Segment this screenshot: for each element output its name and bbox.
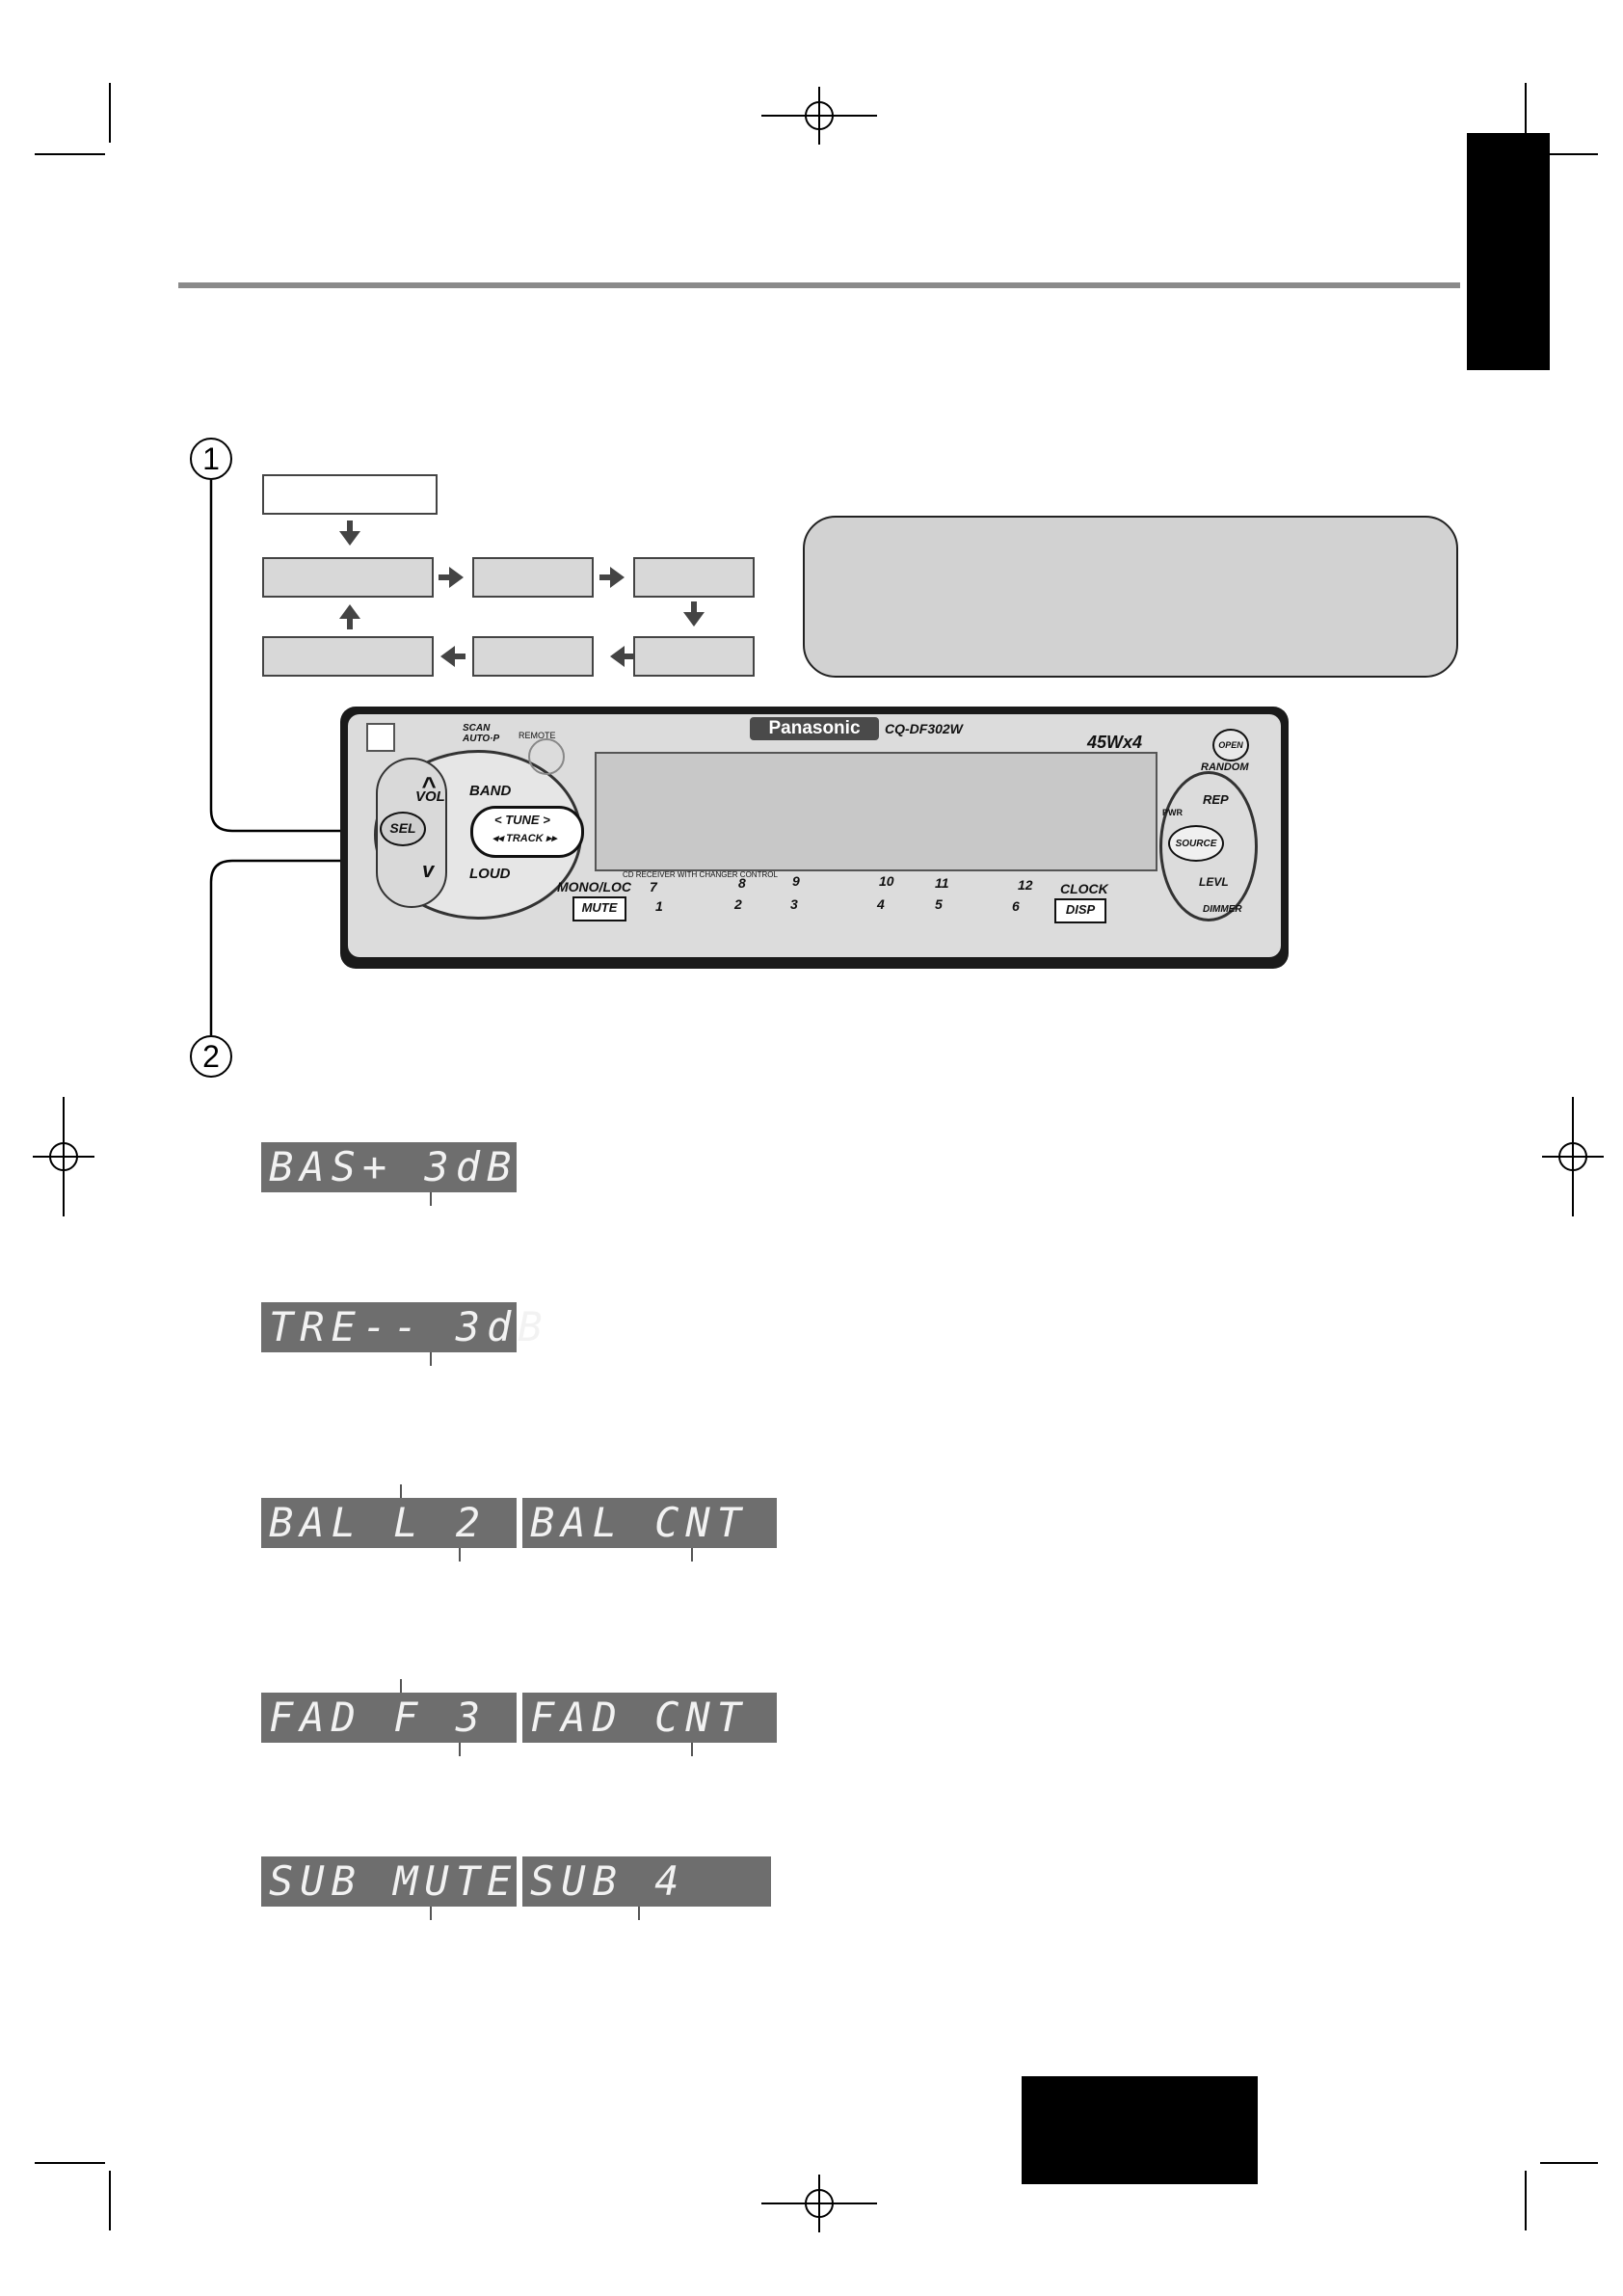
preset-12: 12: [1018, 877, 1033, 893]
clock-label: CLOCK: [1060, 881, 1108, 896]
random-label: RANDOM: [1201, 761, 1249, 773]
band-button[interactable]: BAND: [469, 783, 512, 799]
lcd-balance-center: BAL CNT: [522, 1498, 777, 1548]
header-rule: [178, 282, 1460, 288]
vol-up-icon: ^: [421, 771, 437, 800]
source-button[interactable]: SOURCE: [1168, 825, 1224, 862]
lcd-balance-left: BAL L 2: [261, 1498, 517, 1548]
registration-mark: [1542, 1097, 1604, 1216]
step-number: 1: [202, 441, 220, 476]
receiver-subtitle: CD RECEIVER WITH CHANGER CONTROL: [623, 870, 778, 879]
flow-start-box: [262, 474, 438, 515]
tune-track-button[interactable]: < TUNE > ◂◂ TRACK ▸▸: [470, 806, 584, 858]
indicator-tick: [400, 1484, 402, 1498]
registration-mark: [33, 1097, 94, 1216]
preset-button-3[interactable]: 3: [790, 896, 798, 912]
open-label: OPEN: [1218, 740, 1243, 750]
source-label: SOURCE: [1175, 839, 1217, 849]
indicator-tick: [638, 1907, 640, 1920]
preset-9: 9: [792, 873, 800, 889]
crop-mark: [1525, 83, 1527, 143]
flow-box: [633, 636, 755, 677]
remote-sensor-label: REMOTE: [519, 731, 556, 740]
indicator-tick: [691, 1548, 693, 1562]
flow-box: [633, 557, 755, 598]
levl-button[interactable]: LEVL: [1199, 875, 1229, 889]
sel-label: SEL: [389, 820, 416, 836]
lcd-sub-level: SUB 4: [522, 1856, 771, 1907]
open-button[interactable]: OPEN: [1212, 729, 1249, 761]
brand-name: Panasonic: [768, 718, 861, 738]
crop-mark: [109, 83, 111, 143]
brand-badge: Panasonic: [750, 717, 879, 740]
registration-mark: [761, 87, 877, 145]
section-tab: [1467, 133, 1550, 370]
indicator-tick: [430, 1907, 432, 1920]
lcd-bass: BAS+ 3dB: [261, 1142, 517, 1192]
preset-button-6[interactable]: 6: [1012, 898, 1020, 914]
track-label: ◂◂ TRACK ▸▸: [492, 833, 557, 844]
mute-label: MUTE: [581, 900, 618, 915]
rep-button[interactable]: REP: [1203, 792, 1229, 807]
indicator-tick: [400, 1679, 402, 1693]
lcd-fader-front: FAD F 3: [261, 1693, 517, 1743]
right-control-ring: [1159, 771, 1258, 921]
flow-box: [262, 557, 434, 598]
pwr-label: PWR: [1162, 808, 1183, 817]
preset-button-5[interactable]: 5: [935, 896, 943, 912]
flow-box: [472, 557, 594, 598]
preset-button-2[interactable]: 2: [734, 896, 742, 912]
disp-button[interactable]: DISP: [1054, 898, 1106, 923]
lcd-fader-center: FAD CNT: [522, 1693, 777, 1743]
scan-button[interactable]: SCAN AUTO·P: [463, 723, 500, 744]
indicator-tick: [459, 1548, 461, 1562]
crop-mark: [109, 2171, 111, 2230]
crop-mark: [1540, 153, 1598, 155]
lcd-treble: TRE-- 3dB: [261, 1302, 543, 1352]
step-number: 2: [202, 1039, 220, 1074]
sel-button[interactable]: SEL: [380, 812, 426, 846]
flow-box: [472, 636, 594, 677]
main-display: [595, 752, 1157, 871]
page-number-block: [1022, 2076, 1258, 2184]
lcd-sub-mute: SUB MUTE: [261, 1856, 517, 1907]
flow-box: [262, 636, 434, 677]
preset-button-4[interactable]: 4: [877, 896, 885, 912]
preset-8: 8: [738, 875, 746, 891]
model-number: CQ-DF302W: [885, 721, 963, 736]
preset-7: 7: [650, 879, 657, 894]
crop-mark: [1525, 2171, 1527, 2230]
preset-11: 11: [935, 875, 949, 891]
disp-label: DISP: [1065, 902, 1096, 917]
mute-button[interactable]: MUTE: [572, 896, 626, 921]
note-box: [803, 516, 1458, 678]
indicator-tick: [430, 1192, 432, 1206]
mono-loc-label: MONO/LOC: [557, 879, 631, 894]
preset-10: 10: [879, 873, 894, 889]
loud-button[interactable]: LOUD: [469, 866, 511, 882]
indicator-tick: [691, 1743, 693, 1756]
preset-button-1[interactable]: 1: [655, 898, 663, 914]
indicator-tick: [430, 1352, 432, 1366]
indicator-tick: [459, 1743, 461, 1756]
remote-sensor: [528, 738, 565, 775]
crop-mark: [1540, 2162, 1598, 2164]
vol-down-icon: v: [422, 858, 435, 882]
crop-mark: [35, 2162, 105, 2164]
power-rating: 45Wx4: [1087, 733, 1143, 752]
disc-logo: [366, 723, 395, 752]
dimmer-label: DIMMER: [1203, 904, 1242, 915]
vol-label: VOL: [415, 788, 445, 805]
step-marker-1: 1: [190, 438, 232, 480]
step-marker-2: 2: [190, 1035, 232, 1078]
crop-mark: [35, 153, 105, 155]
tune-label: < TUNE >: [494, 813, 550, 827]
registration-mark: [761, 2175, 877, 2232]
